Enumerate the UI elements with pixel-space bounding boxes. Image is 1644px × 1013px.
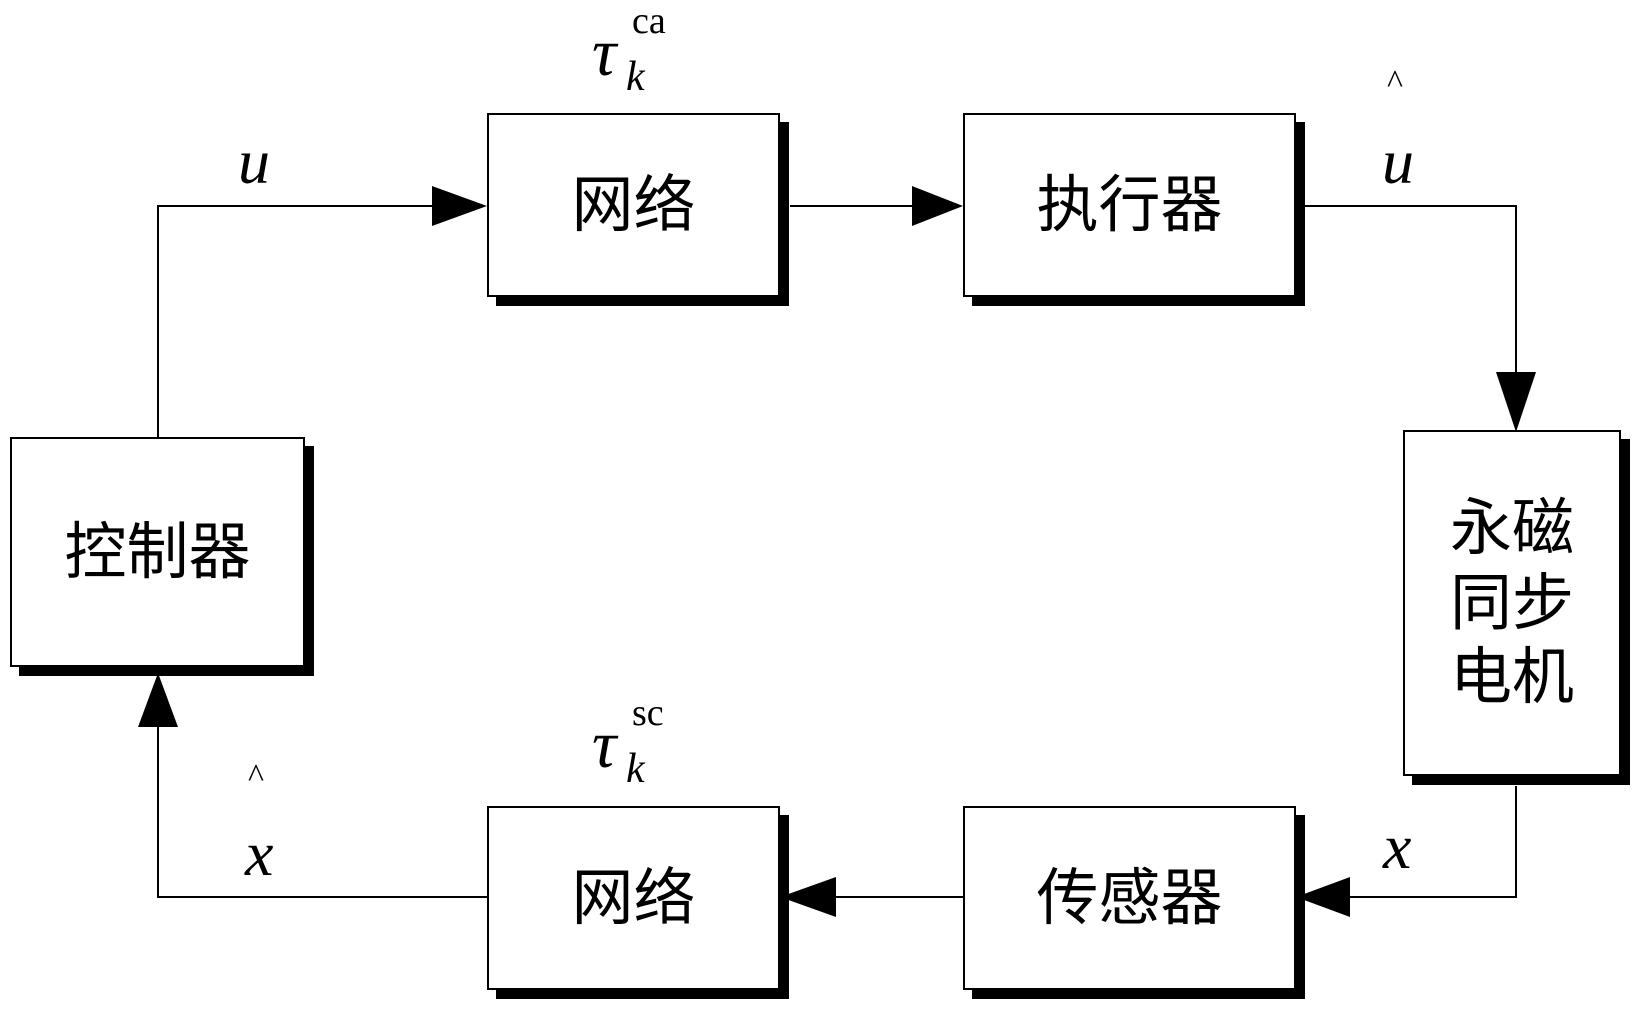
delay-ca-superscript: ca	[632, 2, 666, 40]
arrowhead-into-motor	[1496, 372, 1536, 432]
signal-u-hat-label: u	[1382, 130, 1414, 194]
controller-label: 控制器	[64, 521, 250, 583]
line-motor-to-sensor	[1350, 786, 1516, 897]
controller-block: 控制器	[10, 437, 305, 667]
signal-x-hat-label: x	[245, 822, 273, 886]
motor-label-line-2: 同步	[1450, 566, 1574, 640]
delay-sc-symbol: τ	[592, 710, 616, 778]
signal-x-hat-mark: ^	[248, 760, 264, 794]
motor-label-line-1: 永磁	[1450, 491, 1574, 565]
delay-ca-subscript: k	[626, 56, 645, 98]
line-actuator-to-motor	[1305, 206, 1516, 395]
actuator-block: 执行器	[963, 113, 1296, 297]
sensor-label: 传感器	[1036, 867, 1222, 929]
arrowhead-into-network-bottom	[780, 877, 836, 917]
signal-u-label: u	[238, 130, 270, 194]
network-bottom-block: 网络	[487, 806, 780, 990]
sensor-block: 传感器	[963, 806, 1296, 990]
arrowhead-into-network-top	[432, 186, 487, 226]
arrowhead-into-actuator	[912, 186, 963, 226]
delay-sc-superscript: sc	[632, 694, 664, 732]
network-top-label: 网络	[571, 174, 695, 236]
arrowhead-into-controller	[138, 673, 178, 727]
line-network-bottom-to-controller	[158, 718, 487, 897]
signal-u-hat-mark: ^	[1387, 66, 1403, 100]
motor-label: 永磁 同步 电机	[1450, 491, 1574, 714]
network-bottom-label: 网络	[571, 867, 695, 929]
delay-ca-symbol: τ	[592, 18, 616, 86]
actuator-label: 执行器	[1036, 174, 1222, 236]
signal-x-label: x	[1383, 815, 1411, 879]
delay-sc-subscript: k	[626, 748, 645, 790]
motor-label-line-3: 电机	[1450, 640, 1574, 714]
line-controller-to-network-top	[158, 206, 432, 437]
network-top-block: 网络	[487, 113, 780, 297]
arrowhead-into-sensor	[1296, 877, 1350, 917]
motor-block: 永磁 同步 电机	[1403, 430, 1621, 776]
